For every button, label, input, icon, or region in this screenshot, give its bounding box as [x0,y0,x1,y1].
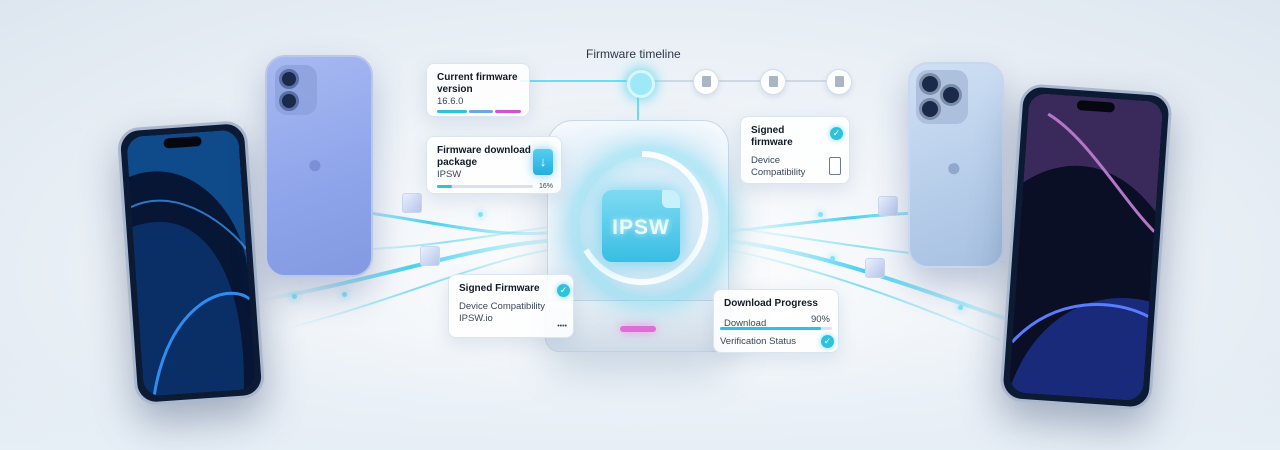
apple-logo-icon: ● [946,152,962,182]
timeline-node[interactable] [760,69,786,95]
check-icon: ✓ [557,284,570,297]
phone-back-left: ● [265,55,373,277]
sparkle [292,294,297,299]
progress-ring-arc [583,151,709,285]
status-glow-bar [620,326,656,332]
check-icon: ✓ [821,335,834,348]
cube-icon [420,246,440,266]
download-progress-label: Download [724,318,767,329]
timeline-node[interactable] [826,69,852,95]
timeline-node[interactable] [693,69,719,95]
current-firmware-version: 16.6.0 [437,96,464,107]
download-icon[interactable]: ↓ [533,149,553,175]
download-track [437,185,533,188]
download-progress-fill [720,327,821,330]
phone-screen [1008,92,1164,402]
document-icon [702,76,711,87]
version-bar-segment [495,110,521,113]
download-package-title: Firmware download package [437,145,531,168]
apple-logo-icon: ● [307,149,323,179]
signed-firmware-card[interactable]: Signed firmware ✓ Device Compatibility [740,116,850,184]
signed-firmware-detail-card[interactable]: Signed Firmware ✓ Device Compatibility I… [448,274,574,338]
phone-back-right: ● [908,62,1004,268]
download-progress-title: Download Progress [724,298,818,309]
download-fill [437,185,453,188]
sparkle [830,256,835,261]
cube-icon [865,258,885,278]
more-dots-icon[interactable]: •••• [557,323,567,330]
camera-lens [279,69,299,89]
sparkle [478,212,483,217]
camera-lens [919,98,941,120]
camera-lens [279,91,299,111]
timeline-title: Firmware timeline [586,47,681,61]
sparkle [342,292,347,297]
phone-front-left [116,119,266,407]
download-package-type: IPSW [437,169,462,180]
download-progress-card[interactable]: Download Progress Download 90% Verificat… [713,289,839,353]
cube-icon [878,196,898,216]
device-compat-label: Device Compatibility [751,155,806,178]
sparkle [958,305,963,310]
ipsw-file-icon: IPSW [602,190,680,262]
signed-firmware-title: Signed firmware [751,125,793,148]
camera-lens [940,84,962,106]
signed-source-label: IPSW.io [459,313,493,324]
phone-screen [126,129,256,397]
document-icon [769,76,778,87]
cube-icon [402,193,422,213]
phone-front-right [999,83,1173,411]
version-bar-segment [469,110,493,113]
sparkle [818,212,823,217]
download-package-card[interactable]: Firmware download package IPSW ↓ 16% [426,136,562,194]
phone-icon [829,157,841,175]
download-progress-percent: 90% [810,314,830,325]
ipsw-file-label: IPSW [612,216,670,239]
current-firmware-card[interactable]: Current firmware version 16.6.0 [426,63,530,117]
current-firmware-title: Current firmware version [437,72,518,95]
camera-lens [919,73,941,95]
check-icon: ✓ [830,127,843,140]
timeline-node-current[interactable] [627,70,655,98]
document-icon [835,76,844,87]
version-bar-segment [437,110,467,113]
signed-firmware-detail-title: Signed Firmware [459,283,540,294]
download-percent: 16% [538,183,553,190]
signed-compat-label: Device Compatibility [459,301,546,312]
verification-status-label: Verification Status [720,336,797,347]
